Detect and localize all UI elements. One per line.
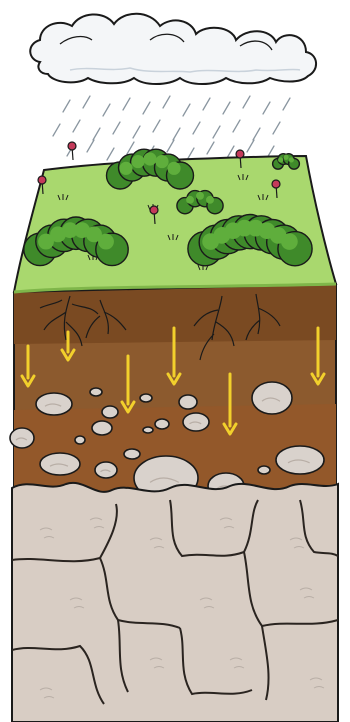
rain-streak <box>73 120 80 132</box>
rain-streak <box>253 128 260 140</box>
rain-streak <box>113 122 120 134</box>
shrub-highlight <box>186 196 194 204</box>
flower-head <box>272 180 280 188</box>
rain-streak <box>183 104 190 116</box>
shrub-highlight <box>167 162 180 175</box>
rain-streak <box>133 126 140 138</box>
stone <box>124 449 140 459</box>
shrub-highlight <box>281 233 298 250</box>
rain-streak <box>107 148 114 160</box>
rain-streak <box>233 120 240 132</box>
flower-head <box>68 142 76 150</box>
stone <box>75 436 85 444</box>
rain-streak <box>93 128 100 140</box>
stone <box>102 406 118 418</box>
shrub-highlight <box>155 155 168 168</box>
rain-streak <box>223 102 230 114</box>
rain-streak <box>103 104 110 116</box>
shrub-highlight <box>289 157 294 162</box>
rain-streak <box>123 98 130 110</box>
rain-streak <box>127 142 134 154</box>
shrub-highlight <box>283 155 288 160</box>
shrub-highlight <box>98 234 114 250</box>
rain-streak <box>163 96 170 108</box>
rain-streak <box>283 98 290 110</box>
shrub-highlight <box>119 162 132 175</box>
rain-streak <box>153 120 160 132</box>
rain <box>53 96 290 160</box>
stone <box>90 388 102 396</box>
rain-streak <box>83 96 90 108</box>
stone <box>140 394 152 402</box>
rain-streak <box>53 124 60 136</box>
stone <box>143 427 153 433</box>
rain-streak <box>167 140 174 152</box>
shrub-highlight <box>131 155 144 168</box>
rain-streak <box>87 140 94 152</box>
rain-streak <box>143 102 150 114</box>
shrub-highlight <box>206 196 214 204</box>
stone <box>258 466 270 474</box>
flower-head <box>38 176 46 184</box>
shrub-highlight <box>196 192 204 200</box>
rain-streak <box>63 100 70 112</box>
stone <box>155 419 169 429</box>
rain-streak <box>243 96 250 108</box>
rain-streak <box>273 122 280 134</box>
rain-cloud <box>30 14 316 84</box>
rain-streak <box>203 98 210 110</box>
shrub-highlight <box>278 157 283 162</box>
rain-streak <box>227 146 234 158</box>
flower-head <box>150 206 158 214</box>
flower-head <box>236 150 244 158</box>
shrub-highlight <box>143 152 156 165</box>
stone <box>92 421 112 435</box>
rain-streak <box>173 128 180 140</box>
rain-streak <box>263 102 270 114</box>
rain-streak <box>207 142 214 154</box>
stone <box>179 395 197 409</box>
rain-streak <box>247 140 254 152</box>
rain-streak <box>193 122 200 134</box>
rain-streak <box>213 126 220 138</box>
bedrock-layer <box>12 483 338 722</box>
